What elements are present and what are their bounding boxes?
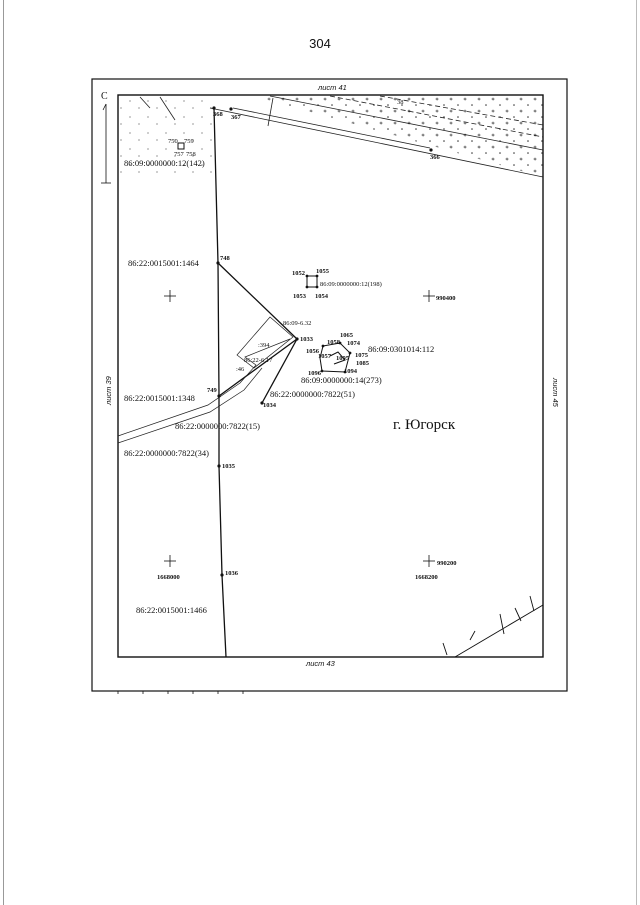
point-1065: 1065: [340, 332, 354, 339]
bottom-ticks: [117, 691, 244, 694]
point-1074: 1074: [347, 340, 361, 347]
point-38: 38: [397, 99, 404, 106]
parcel-273: 86:09:0000000:14(273): [301, 375, 382, 385]
point-1056: 1056: [306, 348, 320, 355]
boundary-lines: [213, 107, 298, 658]
point-366: 366: [430, 154, 441, 161]
coord-990400: 990400: [436, 295, 456, 302]
point-367: 367: [231, 114, 242, 121]
coord-1668200: 1668200: [415, 574, 438, 581]
point-750: 750: [168, 138, 178, 145]
point-1053: 1053: [293, 293, 307, 300]
parcel-1464: 86:22:0015001:1464: [128, 258, 200, 268]
grid-crosses: [164, 290, 435, 567]
parcel-394: :394: [258, 342, 270, 349]
parcel-51: 86:22:0000000:7822(51): [270, 389, 355, 399]
road-lines: [139, 95, 544, 178]
sheet-top: лист 41: [317, 83, 347, 92]
parcel-617: 86:22-6.17: [244, 357, 273, 364]
north-label: С: [101, 91, 108, 102]
point-1057: 1057: [318, 353, 332, 360]
point-1035: 1035: [222, 463, 236, 470]
point-759: 759: [184, 138, 194, 145]
dotted-zone: [250, 95, 543, 177]
outer-frame: [91, 78, 568, 692]
north-arrow-icon: [101, 103, 111, 184]
parcel-34: 86:22:0000000:7822(34): [124, 448, 209, 458]
survey-points: [212, 106, 433, 577]
page-number: 304: [309, 36, 331, 51]
sheet-left: лист 39: [104, 375, 113, 406]
small-parcels: [177, 142, 351, 373]
point-1075: 1075: [355, 352, 369, 359]
point-1094: 1094: [344, 368, 358, 375]
page-edge-left: [3, 0, 4, 905]
coord-1668000: 1668000: [157, 574, 180, 581]
parcel-15: 86:22:0000000:7822(15): [175, 421, 260, 431]
point-1095: 1095: [336, 355, 350, 362]
point-1085: 1085: [356, 360, 370, 367]
point-368: 368: [213, 111, 224, 118]
road-outline: [117, 316, 294, 444]
point-1058: 1058: [327, 339, 341, 346]
point-748: 748: [220, 255, 231, 262]
point-1034: 1034: [263, 402, 277, 409]
city-label: г. Югорск: [393, 417, 456, 433]
parcel-112: 86:09:0301014:112: [368, 344, 434, 354]
bottom-right-hatch: [442, 595, 544, 658]
point-1055: 1055: [316, 268, 330, 275]
sheet-right: лист 45: [551, 377, 560, 408]
parcel-46: :46: [236, 366, 245, 373]
point-1052: 1052: [292, 270, 305, 277]
point-1033: 1033: [300, 336, 314, 343]
parcel-198: 86:09:0000000:12(198): [320, 281, 382, 288]
point-1036: 1036: [225, 570, 239, 577]
speckled-zone: [120, 95, 215, 175]
parcel-632: 86:09-6.32: [283, 320, 311, 327]
parcel-1348: 86:22:0015001:1348: [124, 393, 195, 403]
parcel-1466: 86:22:0015001:1466: [136, 605, 207, 615]
point-757: 757: [174, 151, 185, 158]
point-758: 758: [186, 151, 196, 158]
point-1054: 1054: [315, 293, 329, 300]
sheet-bottom: лист 43: [305, 659, 336, 668]
page-edge-right: [636, 0, 637, 905]
point-749: 749: [207, 387, 218, 394]
parcel-142: 86:09:0000000:12(142): [124, 158, 205, 168]
coord-990200: 990200: [437, 560, 457, 567]
point-1096: 1096: [308, 370, 322, 377]
